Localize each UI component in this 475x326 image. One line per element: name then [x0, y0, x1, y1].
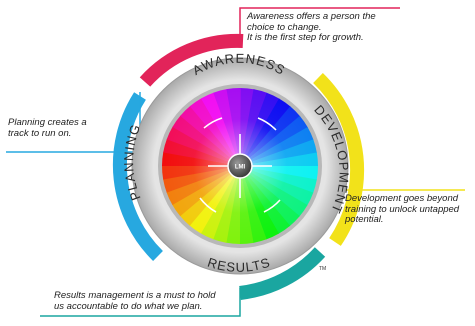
- arrow-bottom-right: [263, 199, 281, 213]
- outer-arcs: [112, 33, 365, 300]
- arrow-top-left: [203, 117, 223, 129]
- results-leader-line: [40, 288, 241, 317]
- results-callout: Results management is a must to hold us …: [54, 290, 216, 312]
- hub-label: LMI: [235, 165, 246, 171]
- awareness-arc: [139, 33, 244, 87]
- awareness-callout: Awareness offers a person the choice to …: [247, 11, 376, 43]
- trademark-mark: TM: [319, 266, 327, 272]
- planning-callout: Planning creates a track to run on.: [8, 117, 87, 139]
- arrow-top-right: [257, 117, 277, 131]
- planning-arc: [112, 92, 163, 261]
- hub-circle: [227, 153, 253, 179]
- awareness-leader-line: [239, 7, 400, 44]
- rotation-arrows: [199, 117, 281, 213]
- ring-label-results: RESULTS: [206, 255, 273, 275]
- ring-label-planning: PLANNING: [121, 121, 143, 202]
- development-arc: [313, 72, 365, 246]
- results-arc: [239, 247, 326, 300]
- development-callout: Development goes beyond training to unlo…: [345, 193, 460, 225]
- arrow-bottom-left: [199, 197, 217, 213]
